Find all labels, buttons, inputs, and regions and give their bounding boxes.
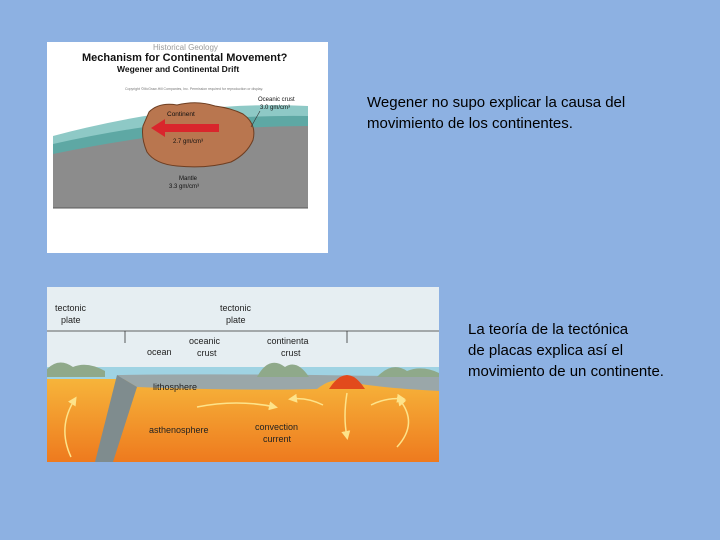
tectonic-plate-right-label: tectonic — [220, 303, 252, 313]
asthenosphere-label: asthenosphere — [149, 425, 209, 435]
wegener-mechanism-diagram: Historical Geology Mechanism for Contine… — [47, 42, 328, 253]
continent-density-label: 2.7 gm/cm³ — [173, 139, 203, 145]
diagram-title: Mechanism for Continental Movement? — [82, 52, 288, 64]
left-continent-mass — [47, 362, 105, 377]
lithosphere-layer — [117, 374, 439, 391]
diagram-subtitle: Wegener and Continental Drift — [117, 64, 239, 74]
plate-tectonics-svg: tectonic plate tectonic plate ocean ocea… — [47, 287, 439, 462]
plate-tectonics-caption-line3: movimiento de un continente. — [468, 363, 664, 380]
convection-arrow-ridge-right — [370, 393, 406, 406]
oceanic-crust-label: Oceanic crust — [258, 97, 295, 103]
convection-arrow-middle — [196, 401, 278, 411]
convection-arrow-ridge — [341, 392, 351, 440]
oceanic-crust-label: oceanic — [189, 336, 221, 346]
plate-tectonics-diagram: tectonic plate tectonic plate ocean ocea… — [47, 287, 439, 462]
plate-tectonics-caption-line1: La teoría de la tectónica — [468, 321, 629, 338]
copyright-notice: Copyright ©McGraw-Hill Companies, Inc. P… — [125, 87, 263, 91]
wegener-caption-line1: Wegener no supo explicar la causa del — [367, 94, 626, 111]
oceanic-crust-pointer — [250, 110, 261, 128]
oceanic-crust-density-label: 3.0 gm/cm³ — [260, 105, 290, 111]
lithosphere-label: lithosphere — [153, 382, 197, 392]
drift-arrow — [151, 119, 219, 137]
right-continent-mass — [377, 367, 439, 377]
wegener-diagram-svg: Historical Geology Mechanism for Contine… — [53, 43, 308, 209]
convection-arrow-ridge-left — [288, 393, 324, 406]
convection-current-label-line2: current — [263, 434, 292, 444]
plate-tectonics-caption: La teoría de la tectónica de placas expl… — [468, 319, 708, 382]
tectonic-plate-left-label: tectonic — [55, 303, 87, 313]
continental-crust-label: continenta — [267, 336, 309, 346]
historical-geology-header: Historical Geology — [153, 43, 218, 52]
wegener-caption-line2: movimiento de los continentes. — [367, 115, 573, 132]
plate-tectonics-caption-line2: de placas explica así el — [468, 342, 624, 359]
wegener-caption: Wegener no supo explicar la causa del mo… — [367, 92, 697, 134]
tectonic-plate-right-label-line2: plate — [226, 315, 246, 325]
tectonic-plate-left-label-line2: plate — [61, 315, 81, 325]
mantle-density-label: 3.3 gm/cm³ — [169, 184, 199, 190]
continent-label: Continent — [167, 111, 195, 118]
oceanic-crust-label-line2: crust — [197, 348, 217, 358]
mantle-label: Mantle — [179, 176, 198, 182]
ocean-label: ocean — [147, 347, 172, 357]
continental-crust-mass — [257, 362, 309, 377]
convection-arrow-left — [64, 396, 77, 458]
convection-current-label: convection — [255, 422, 298, 432]
ridge-magma — [329, 375, 365, 389]
subducting-slab — [95, 375, 137, 462]
continent-block — [142, 102, 255, 168]
convection-arrow-right — [396, 396, 410, 448]
continental-crust-label-line2: crust — [281, 348, 301, 358]
